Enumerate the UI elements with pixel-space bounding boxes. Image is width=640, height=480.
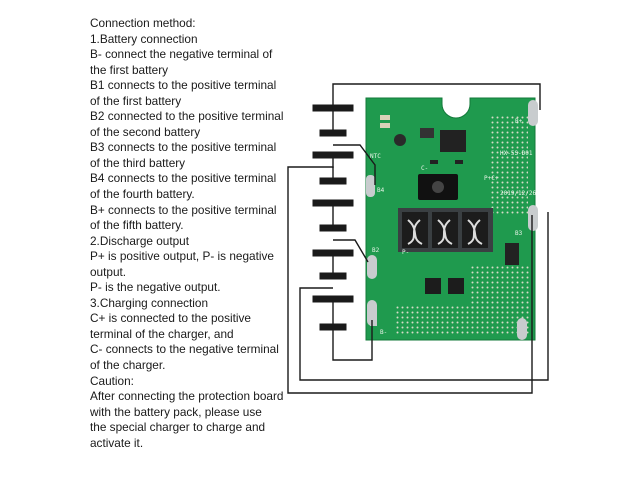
instruction-line: B4 connects to the positive terminal [90, 171, 277, 186]
pcb-pad-grid-right [470, 265, 530, 310]
instruction-line: of the fourth battery. [90, 187, 195, 202]
instruction-line: of the second battery [90, 124, 201, 139]
wire-b3 [333, 144, 376, 185]
transistor-1 [425, 278, 441, 294]
battery-cell-2-negative [319, 272, 347, 280]
pad-b4 [366, 175, 375, 197]
label-b3: B3 [515, 230, 523, 237]
instruction-line: P+ is positive output, P- is negative [90, 249, 274, 264]
pad-p-minus-bottom [517, 318, 527, 340]
component-round [394, 134, 406, 146]
battery-cell-4-positive [312, 151, 354, 159]
pad-b-plus [528, 100, 538, 126]
instruction-line: activate it. [90, 435, 144, 450]
battery-cell-3-positive [312, 199, 354, 207]
wire-b2 [333, 239, 369, 263]
label-ntc: NTC [370, 153, 381, 160]
resistor-4 [455, 160, 463, 164]
resistor-1 [380, 115, 390, 120]
wire-b4 [287, 166, 533, 394]
instruction-line: B- connect the negative terminal of [90, 47, 273, 62]
instruction-line: the first battery [90, 62, 169, 77]
mosfet-1-lead [407, 219, 423, 245]
label-p-plus-c-plus: P+C+ [484, 175, 499, 182]
battery-cell-4-negative [319, 177, 347, 185]
protection-board: B+ NTC B4 C- P+C+ P- B3 B2 B- HX-5S-D01 … [365, 97, 538, 341]
label-b4: B4 [377, 187, 385, 194]
wire-b-minus [332, 320, 373, 361]
mosfet-2-lead [437, 219, 453, 245]
instruction-line: C- connects to the negative terminal [90, 342, 279, 357]
charge-connector-hole [432, 181, 444, 193]
instruction-line: B1 connects to the positive terminal [90, 78, 277, 93]
label-board-code: HX-5S-D01 [500, 150, 533, 157]
instruction-line: 3.Charging connection [90, 295, 209, 310]
instruction-line: the special charger to charge and [90, 420, 266, 435]
pad-c-minus [370, 318, 377, 326]
label-board-date: 2019/12/26 [500, 190, 537, 197]
instruction-line: terminal of the charger, and [90, 326, 234, 341]
instruction-line: B2 connected to the positive terminal [90, 109, 284, 124]
pad-b2 [367, 255, 377, 279]
instruction-line: After connecting the protection board [90, 389, 284, 404]
label-c-minus: C- [421, 165, 428, 172]
mosfet-3-lead [467, 219, 483, 245]
label-p-minus: P- [402, 249, 409, 256]
instruction-line: 1.Battery connection [90, 31, 198, 46]
battery-cell-5-negative [319, 129, 347, 137]
pad-b3 [528, 205, 538, 231]
instruction-line: B+ connects to the positive terminal [90, 202, 277, 217]
instruction-line: with the battery pack, please use [90, 404, 262, 419]
resistor-2 [380, 123, 390, 128]
wire-b1 [299, 212, 549, 381]
instruction-line: of the third battery [90, 155, 186, 170]
transistor-2 [448, 278, 464, 294]
instruction-line: C+ is connected to the positive [90, 311, 251, 326]
label-b-minus: B- [380, 329, 387, 336]
resistor-3 [430, 160, 438, 164]
instruction-line: B3 connects to the positive terminal [90, 140, 277, 155]
instruction-line: 2.Discharge output [90, 233, 190, 248]
battery-stack [312, 104, 354, 331]
instruction-line: Connection method: [90, 16, 196, 30]
label-b2: B2 [372, 247, 380, 254]
battery-cell-2-positive [312, 249, 354, 257]
battery-cell-3-negative [319, 224, 347, 232]
wiring [287, 83, 549, 394]
instruction-line: of the first battery [90, 93, 182, 108]
instruction-line: of the fifth battery. [90, 218, 184, 233]
pcb-pad-grid-top [490, 115, 528, 215]
battery-cell-1-negative [319, 323, 347, 331]
ic-chip-small [420, 128, 434, 138]
instruction-line: of the charger. [90, 358, 166, 373]
instruction-line: P- is the negative output. [90, 280, 221, 295]
label-b-plus: B+ [515, 118, 523, 125]
battery-cell-5-positive [312, 104, 354, 112]
ic-chip-right [505, 243, 519, 265]
battery-cell-1-positive [312, 295, 354, 303]
instruction-line: output. [90, 264, 127, 279]
wire-b-plus [332, 83, 541, 110]
instruction-line: Caution: [90, 373, 134, 388]
ic-chip-main [440, 130, 466, 152]
